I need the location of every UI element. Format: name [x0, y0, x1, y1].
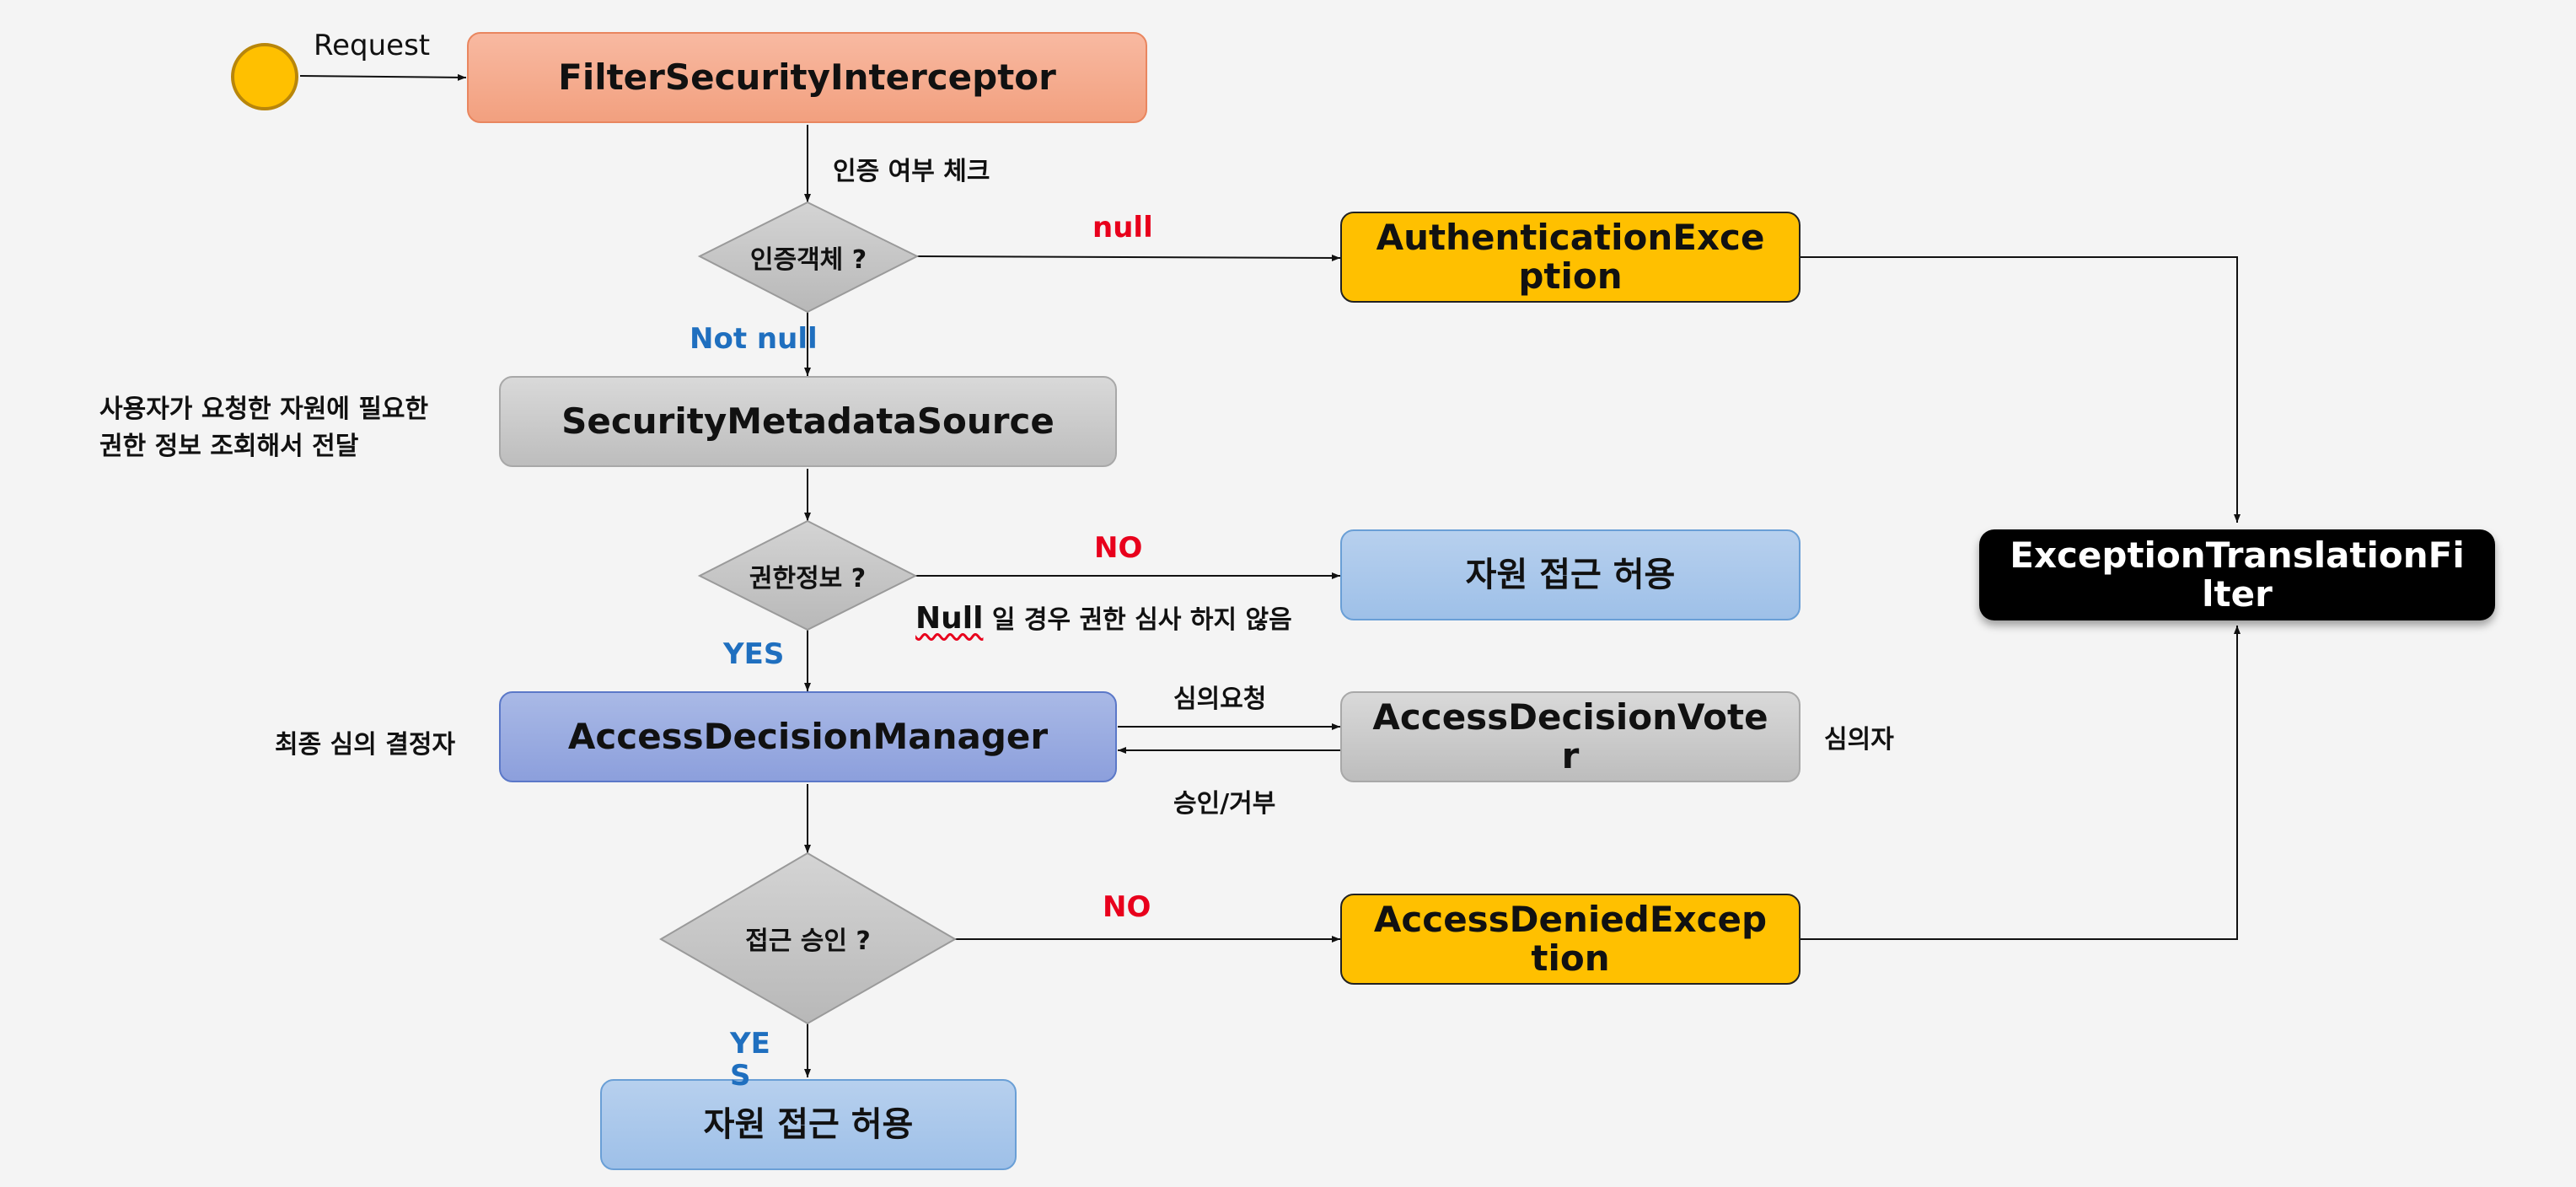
- no-label-2: NO: [1103, 890, 1151, 924]
- null-note: Null 일 경우 권한 심사 하지 않음: [915, 599, 1292, 636]
- voter-note: 심의자: [1824, 725, 1894, 755]
- metadata-note-line1: 사용자가 요청한 자원에 필요한: [99, 395, 429, 424]
- authentication-exception-node: AuthenticationException: [1340, 212, 1801, 303]
- access-decision-manager-node: AccessDecisionManager: [499, 691, 1117, 782]
- not-null-label: Not null: [690, 322, 818, 356]
- access-allowed-node-2: 자원 접근 허용: [600, 1079, 1017, 1170]
- null-word: Null: [915, 601, 984, 636]
- access-approval-diamond: [659, 851, 958, 1025]
- edge-request: [299, 73, 467, 81]
- exception-translation-filter-node: ExceptionTranslationFilter: [1979, 529, 2495, 620]
- filter-security-interceptor-node: FilterSecurityInterceptor: [467, 32, 1147, 123]
- auth-object-diamond: [697, 201, 920, 314]
- access-decision-voter-node: AccessDecisionVoter: [1340, 691, 1801, 782]
- edge-auth-exception-to-etf: [1801, 256, 2241, 523]
- approve-deny-label: 승인/거부: [1173, 789, 1276, 819]
- authority-info-diamond: [697, 519, 918, 631]
- access-allowed-node-1: 자원 접근 허용: [1340, 529, 1801, 620]
- start-circle: [231, 43, 298, 110]
- yes-label-1: YES: [723, 637, 785, 671]
- metadata-note-line2: 권한 정보 조회해서 전달: [99, 432, 359, 461]
- edge-null: [916, 254, 1341, 261]
- access-denied-exception-node: AccessDeniedException: [1340, 894, 1801, 985]
- security-metadata-source-node: SecurityMetadataSource: [499, 376, 1117, 467]
- null-note-rest: 일 경우 권한 심사 하지 않음: [983, 605, 1292, 635]
- final-decider-note: 최종 심의 결정자: [275, 730, 456, 760]
- request-label: Request: [314, 29, 431, 62]
- yes-label-2-line1: YE: [730, 1027, 770, 1061]
- yes-label-2-line2: S: [730, 1059, 751, 1093]
- no-label-1: NO: [1094, 531, 1143, 565]
- edge-access-denied-to-etf: [1801, 626, 2241, 940]
- auth-check-label: 인증 여부 체크: [833, 157, 990, 186]
- null-label: null: [1092, 211, 1153, 244]
- deliberation-request-label: 심의요청: [1173, 685, 1267, 714]
